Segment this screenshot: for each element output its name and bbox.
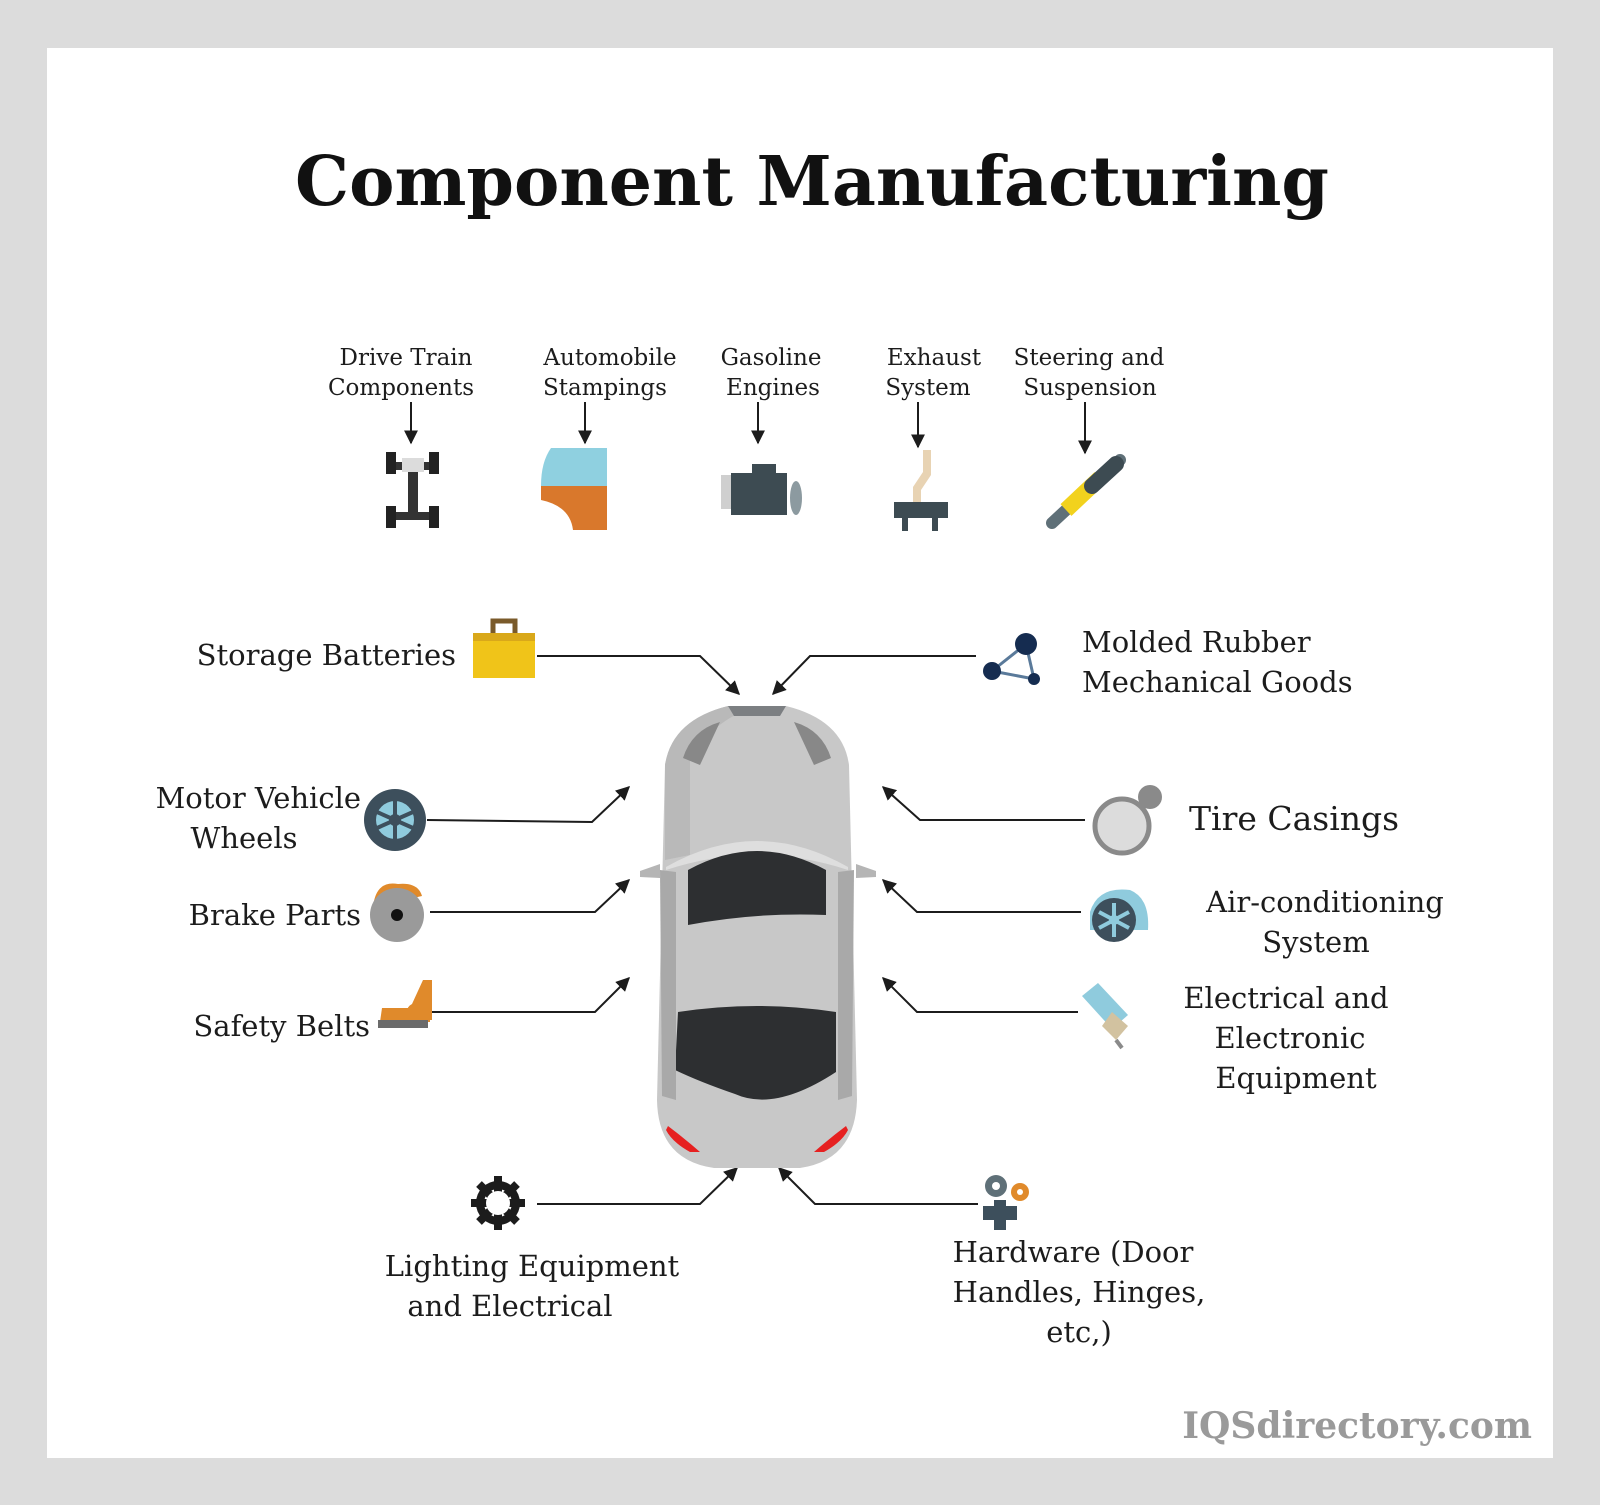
- drive-train-icon: [386, 452, 439, 528]
- label-drive-train-2: Components: [328, 375, 474, 401]
- tire-casing-icon: [1092, 785, 1162, 856]
- label-hardware-1: Hardware (Door: [953, 1235, 1194, 1269]
- label-safety-belts: Safety Belts: [193, 1009, 370, 1043]
- label-tire-casings: Tire Casings: [1189, 799, 1399, 838]
- label-rubber-1: Molded Rubber: [1082, 625, 1311, 659]
- label-lighting-2: and Electrical: [407, 1289, 612, 1323]
- arrow-molded-rubber: [772, 655, 976, 696]
- hardware-gears-icon: [983, 1175, 1029, 1230]
- arrow-storage-batteries: [537, 655, 741, 695]
- label-drive-train-1: Drive Train: [340, 345, 473, 371]
- label-hardware-2: Handles, Hinges,: [953, 1275, 1206, 1309]
- engine-icon: [721, 464, 802, 515]
- label-brake-parts: Brake Parts: [189, 898, 361, 932]
- wheel-icon: [364, 789, 426, 851]
- watermark-logo: IQSdirectory.com: [1182, 1405, 1532, 1447]
- arrow-tire-casings: [881, 786, 1085, 821]
- label-electrical-3: Equipment: [1215, 1061, 1377, 1095]
- label-electrical-2: Electronic: [1214, 1021, 1365, 1055]
- label-stampings-2: Stampings: [543, 375, 667, 401]
- label-storage-batteries: Storage Batteries: [197, 638, 456, 672]
- car-top-view-icon: [640, 706, 876, 1168]
- label-ac-2: System: [1262, 925, 1369, 959]
- ac-fan-icon: [1090, 889, 1149, 942]
- label-engines-2: Engines: [726, 375, 820, 401]
- page-title: Component Manufacturing: [295, 142, 1329, 222]
- car-seat-icon: [378, 980, 432, 1028]
- label-wheels-2: Wheels: [191, 821, 298, 855]
- arrow-ac-system: [881, 879, 1081, 913]
- electrical-plug-icon: [1082, 983, 1128, 1050]
- arrow-lighting-equipment: [537, 1167, 739, 1205]
- gear-icon: [471, 1176, 525, 1230]
- top-labels: Drive Train Components Automobile Stampi…: [328, 345, 1165, 401]
- exhaust-pipe-icon: [894, 450, 948, 531]
- molded-rubber-icon: [983, 633, 1040, 685]
- top-arrows: [404, 402, 1092, 455]
- arrow-safety-belts: [432, 977, 630, 1013]
- label-engines-1: Gasoline: [721, 345, 822, 371]
- brake-icon: [370, 883, 424, 942]
- arrow-brake-parts: [430, 879, 631, 913]
- label-electrical-1: Electrical and: [1183, 981, 1388, 1015]
- label-stampings-1: Automobile: [542, 345, 676, 371]
- arrow-electrical-equipment: [882, 977, 1078, 1013]
- label-steering-2: Suspension: [1023, 375, 1157, 401]
- label-rubber-2: Mechanical Goods: [1082, 665, 1353, 699]
- shock-absorber-icon: [1046, 454, 1126, 529]
- label-lighting-1: Lighting Equipment: [385, 1249, 680, 1283]
- side-labels: Storage Batteries Motor Vehicle Wheels B…: [156, 625, 1444, 1349]
- arrow-motor-vehicle-wheels: [426, 786, 631, 824]
- connector-arrows: [426, 655, 1085, 1205]
- label-exhaust-2: System: [885, 375, 970, 401]
- label-wheels-1: Motor Vehicle: [156, 781, 361, 815]
- battery-icon: [473, 618, 535, 678]
- arrow-hardware: [778, 1167, 978, 1205]
- label-steering-1: Steering and: [1014, 345, 1165, 371]
- label-ac-1: Air-conditioning: [1205, 885, 1444, 919]
- label-hardware-3: etc,): [1046, 1315, 1112, 1349]
- label-exhaust-1: Exhaust: [887, 345, 982, 371]
- car-door-stamping-icon: [541, 448, 607, 530]
